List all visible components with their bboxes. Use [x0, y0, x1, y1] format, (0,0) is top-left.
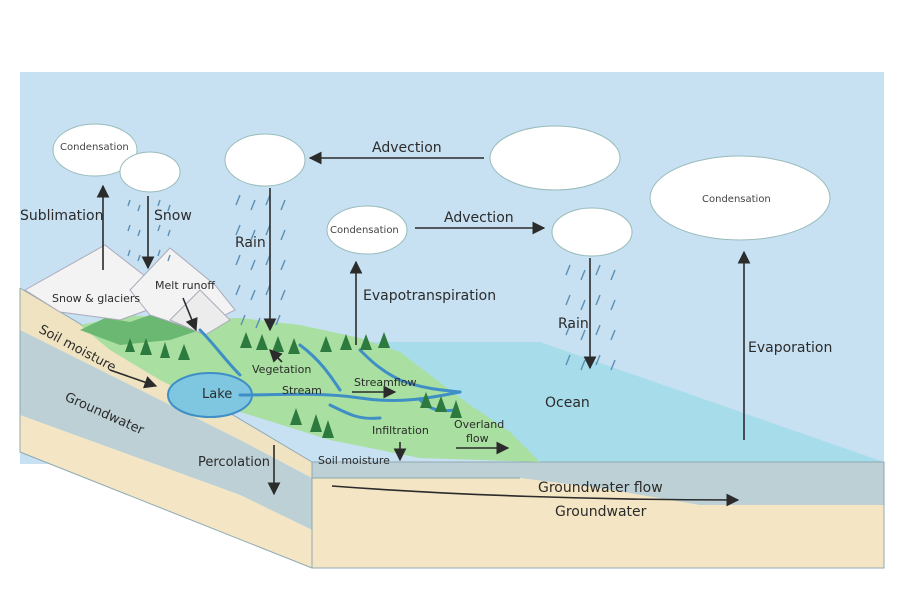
label-snow-glaciers: Snow & glaciers	[52, 292, 140, 305]
cloud-rain-right	[552, 208, 632, 256]
label-soil-moisture-right: Soil moisture	[318, 454, 390, 467]
label-melt-runoff: Melt runoff	[155, 279, 215, 292]
label-snow: Snow	[154, 208, 192, 224]
label-rain-left: Rain	[235, 235, 266, 251]
label-vegetation: Vegetation	[252, 363, 311, 376]
label-infiltration: Infiltration	[372, 424, 429, 437]
label-ocean: Ocean	[545, 395, 590, 411]
label-lake: Lake	[202, 387, 232, 402]
label-overland-flow-2: flow	[466, 432, 489, 445]
label-evaporation: Evaporation	[748, 340, 832, 356]
label-streamflow: Streamflow	[354, 376, 416, 389]
label-sublimation: Sublimation	[20, 208, 103, 224]
label-advection-mid: Advection	[444, 210, 514, 226]
label-rain-right: Rain	[558, 316, 589, 332]
label-condensation-right: Condensation	[702, 194, 771, 205]
label-condensation-mid: Condensation	[330, 225, 399, 236]
label-groundwater-right: Groundwater	[555, 504, 647, 520]
label-overland-flow-1: Overland	[454, 418, 504, 431]
cloud-rain-left	[225, 134, 305, 186]
cloud-advection-source	[490, 126, 620, 190]
label-evapotranspiration: Evapotranspiration	[363, 288, 496, 304]
label-advection-top: Advection	[372, 140, 442, 156]
label-percolation: Percolation	[198, 455, 270, 470]
label-stream: Stream	[282, 384, 322, 397]
label-condensation-left: Condensation	[60, 142, 129, 153]
label-groundwater-flow: Groundwater flow	[538, 480, 663, 496]
